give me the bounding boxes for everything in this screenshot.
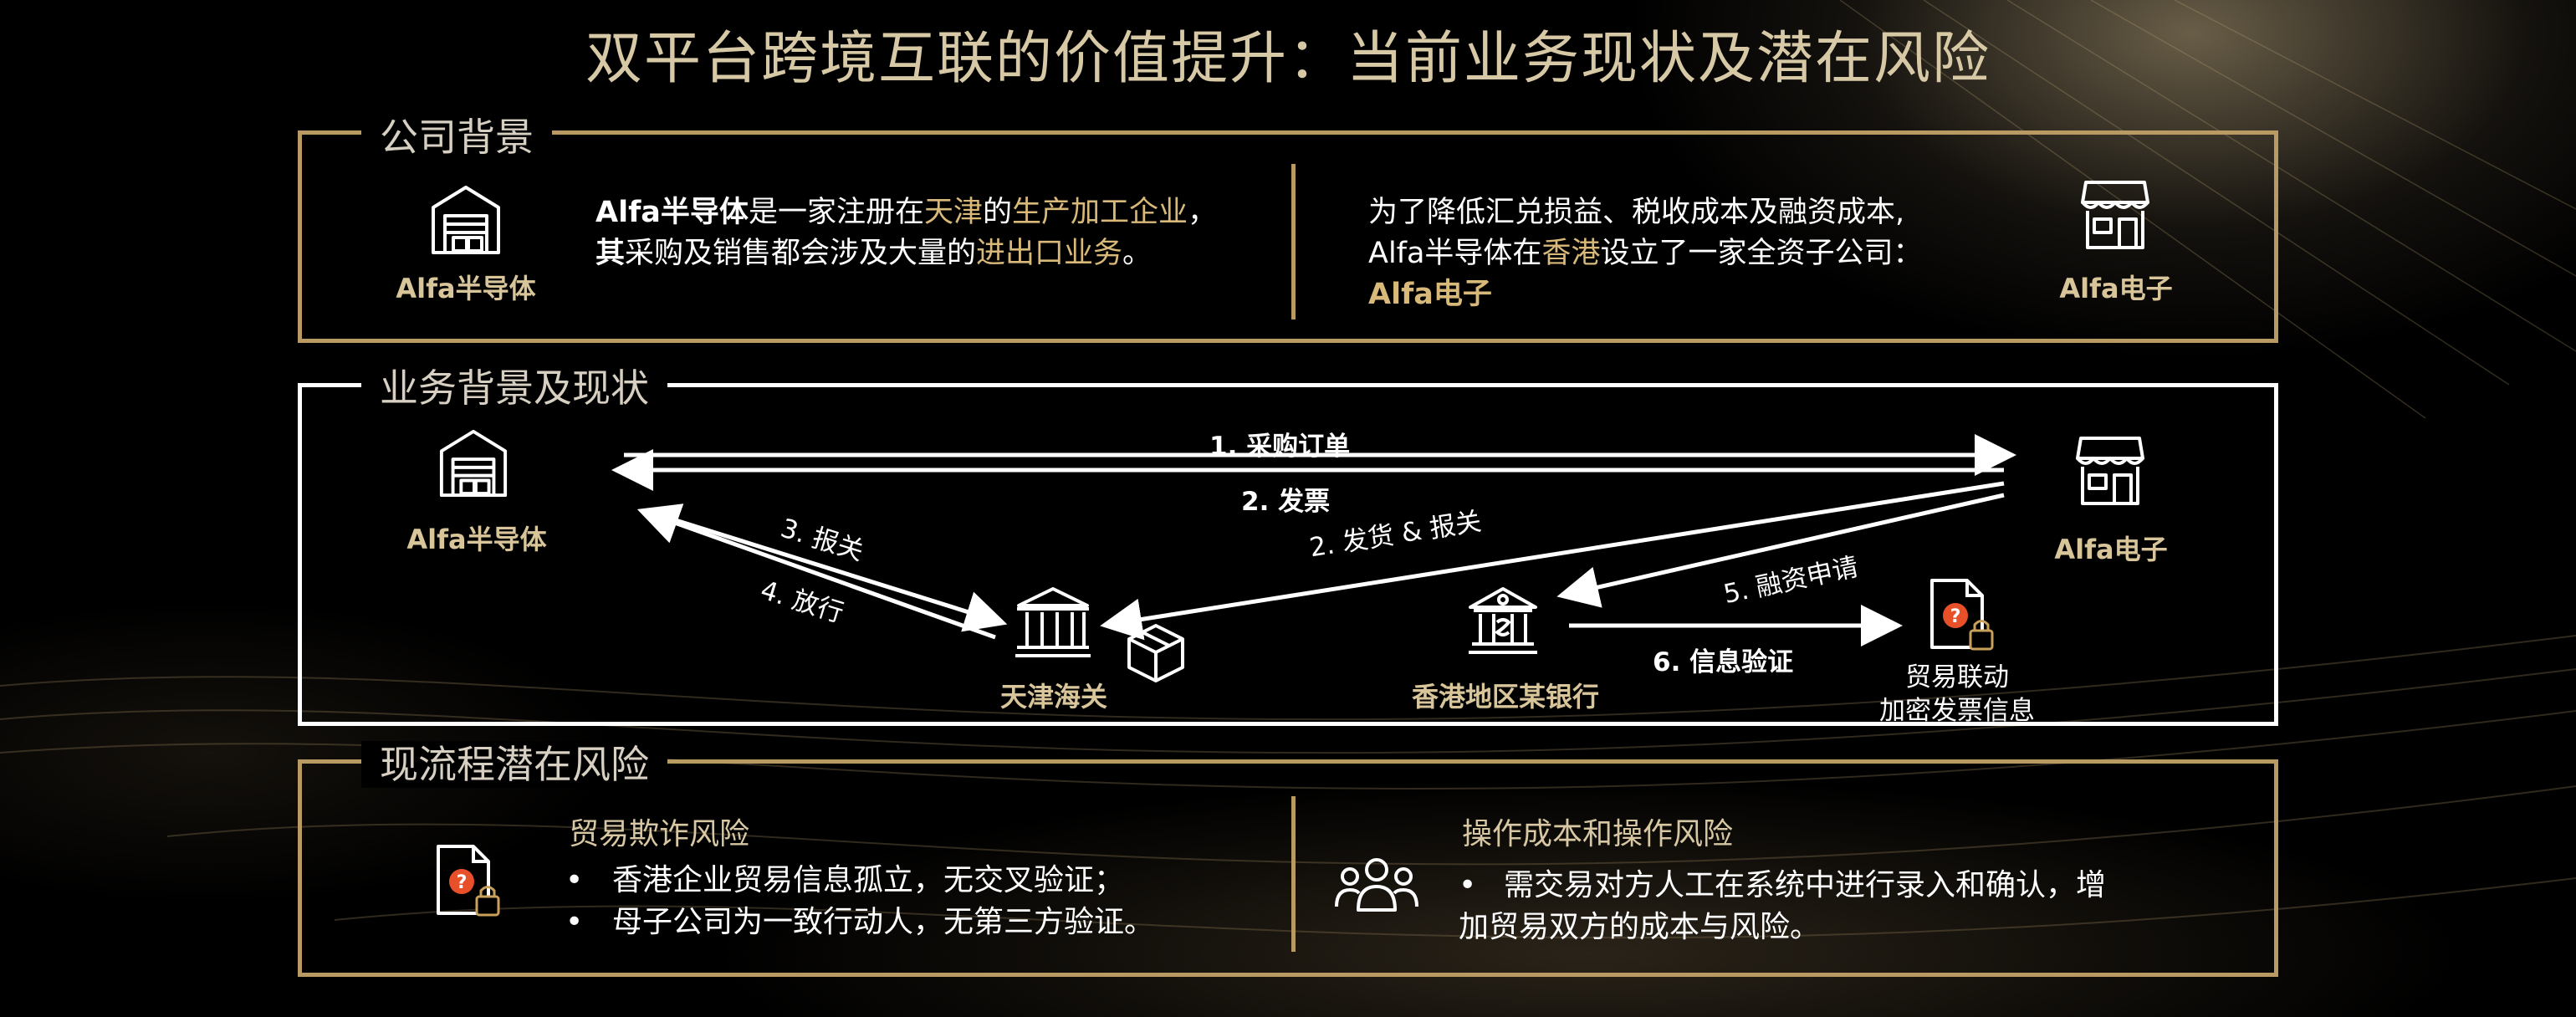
svg-text:?: ?	[457, 872, 468, 893]
operation-risk-item-cont: 加贸易双方的成本与风险。	[1459, 910, 1821, 944]
fraud-risk-item: •香港企业贸易信息孤立，无交叉验证；	[565, 863, 1125, 897]
node-alfa-elec: Alfa电子	[2054, 534, 2168, 565]
operation-risk-item: •需交易对方人工在系统中进行录入和确认，增	[1459, 868, 2107, 902]
store-icon	[2081, 181, 2149, 249]
invoice-label-2: 加密发票信息	[1879, 696, 2035, 726]
alfa-semi-label-top: Alfa半导体	[396, 273, 536, 304]
invoice-label-1: 贸易联动	[1905, 662, 2009, 692]
flow-label-invoice: 2. 发票	[1241, 487, 1331, 517]
risks-label: 现流程潜在风险	[361, 741, 667, 788]
store-icon	[2076, 437, 2144, 505]
right-line-2: Alfa半导体在香港设立了一家全资子公司：	[1368, 237, 1923, 270]
description-segment: 的	[982, 196, 1012, 229]
warehouse-icon	[439, 429, 508, 498]
right-line-1: 为了降低汇兑损益、税收成本及融资成本,	[1368, 196, 1905, 229]
arrow-release	[636, 503, 996, 640]
operation-risk-title: 操作成本和操作风险	[1462, 817, 1734, 851]
node-alfa-semi: Alfa半导体	[406, 524, 547, 555]
company-left-description: Alfa半导体是一家注册在天津的生产加工企业， 其采购及销售都会涉及大量的进出口业…	[595, 192, 1231, 274]
description-segment: 。	[1122, 237, 1153, 270]
description-segment: 进出口业务	[976, 237, 1123, 270]
page-title: 双平台跨境互联的价值提升：当前业务现状及潜在风险	[585, 26, 1991, 92]
secure-invoice-icon: ?	[437, 845, 500, 917]
bank-icon	[1469, 587, 1537, 654]
company-background-label: 公司背景	[361, 114, 552, 161]
business-panel	[298, 383, 2278, 726]
arrow-financing	[1556, 493, 2005, 608]
arrow-customs-declare	[648, 509, 1008, 632]
customs-building-icon	[1015, 587, 1091, 657]
description-segment: 其	[595, 237, 626, 270]
warehouse-icon	[432, 186, 500, 254]
node-customs: 天津海关	[999, 681, 1107, 713]
alfa-elec-label-top: Alfa电子	[2059, 273, 2173, 304]
description-segment: 采购及销售都会涉及大量的	[625, 237, 977, 270]
fraud-risk-list: •香港企业贸易信息孤立，无交叉验证； •母子公司为一致行动人，无第三方验证。	[565, 860, 1154, 943]
company-divider	[1291, 164, 1296, 319]
fraud-risk-title: 贸易欺诈风险	[569, 817, 750, 851]
node-bank: 香港地区某银行	[1411, 681, 1599, 713]
operation-risk-list: •需交易对方人工在系统中进行录入和确认，增 加贸易双方的成本与风险。	[1459, 865, 2211, 948]
package-icon	[1127, 624, 1184, 682]
risks-divider	[1291, 796, 1296, 952]
company-background-panel	[298, 130, 2278, 343]
fraud-risk-item: •母子公司为一致行动人，无第三方验证。	[565, 905, 1155, 939]
flow-label-verify: 6. 信息验证	[1653, 647, 1794, 677]
flow-label-purchase-order: 1. 采购订单	[1209, 432, 1351, 462]
people-icon	[1335, 858, 1418, 912]
right-line-3: Alfa电子	[1368, 278, 1492, 311]
description-segment: 是一家注册在	[748, 196, 924, 229]
description-segment: Alfa半导体	[595, 196, 749, 229]
svg-text:?: ?	[1950, 606, 1961, 627]
risks-panel	[298, 759, 2278, 977]
company-right-description: 为了降低汇兑损益、税收成本及融资成本, Alfa半导体在香港设立了一家全资子公司…	[1368, 192, 2088, 315]
description-segment: ，	[1188, 196, 1218, 229]
secure-invoice-icon: ?	[1930, 579, 1994, 651]
description-segment: 生产加工企业	[1011, 196, 1188, 229]
description-segment: 天津	[923, 196, 983, 229]
business-label: 业务背景及现状	[361, 365, 667, 411]
arrow-ship-declare	[1100, 481, 2005, 641]
